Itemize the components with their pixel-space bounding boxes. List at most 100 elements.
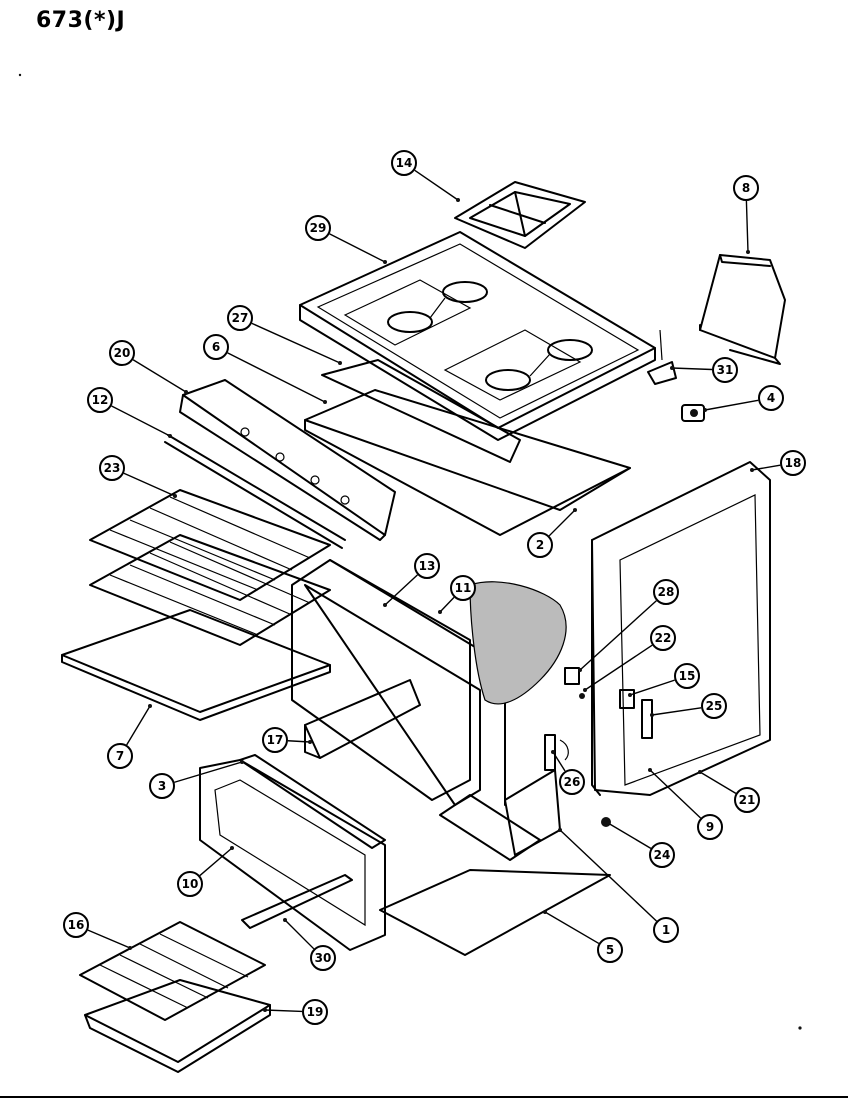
callout-leader-13 [384,574,418,606]
callout-leader-5 [544,911,600,945]
callout-arrow-7 [148,704,152,708]
callout-13: 13 [383,553,440,607]
regulator-assembly [564,667,653,739]
callout-circle-3 [149,773,175,799]
main-top [299,231,656,441]
callout-label-21: 21 [739,793,756,807]
callout-leader-6 [227,352,326,403]
callout-arrow-4 [703,408,707,412]
callout-arrow-19 [263,1008,267,1012]
valve-part [647,329,677,385]
callout-28: 28 [578,579,679,672]
callout-leader-16 [87,929,131,949]
callout-arrow-2 [573,508,577,512]
callout-circle-18 [780,450,806,476]
callout-arrow-3 [240,760,244,764]
callout-arrow-31 [670,366,674,370]
callout-circle-28 [653,579,679,605]
callout-30: 30 [283,918,336,971]
callout-label-9: 9 [706,820,714,834]
callout-leader-8 [745,200,749,253]
burner-box [304,359,631,536]
callout-3: 3 [149,760,244,799]
callout-17: 17 [262,727,312,753]
page-title: 673(*)J [36,8,126,33]
callout-circle-5 [597,937,623,963]
callout-15: 15 [628,663,700,697]
callout-18: 18 [750,450,806,476]
callout-label-15: 15 [679,669,696,683]
oven-liner [291,559,567,806]
broiler-pan [84,979,271,1073]
callout-16: 16 [63,912,132,950]
callout-leader-2 [548,509,576,537]
callout-leader-24 [607,822,652,849]
callout-circle-17 [262,727,288,753]
callout-arrow-29 [383,260,387,264]
callout-leader-10 [199,847,233,877]
callout-label-2: 2 [536,538,544,552]
callout-leader-12 [111,405,171,437]
callout-circle-26 [559,769,585,795]
end-panel [699,254,786,365]
callout-arrow-24 [606,821,610,825]
baffle [304,679,421,759]
callout-9: 9 [648,768,723,840]
callout-leader-14 [414,169,459,201]
callout-label-20: 20 [114,346,131,360]
callout-label-18: 18 [785,456,802,470]
manifold-bar [164,434,346,549]
callout-8: 8 [733,175,759,254]
callout-arrow-28 [578,668,582,672]
callout-25: 25 [650,693,727,719]
callout-leader-30 [284,919,315,950]
callout-arrow-22 [583,688,587,692]
callout-27: 27 [227,305,342,365]
callout-circle-30 [310,945,336,971]
callout-label-31: 31 [717,363,734,377]
callout-leader-1 [559,829,658,922]
callout-arrow-15 [628,693,632,697]
callout-24: 24 [606,821,675,868]
callout-arrow-27 [338,361,342,365]
callout-leader-20 [132,359,187,393]
callout-label-24: 24 [654,848,671,862]
callout-label-23: 23 [104,461,121,475]
callout-leader-26 [552,751,566,772]
callout-label-26: 26 [564,775,581,789]
callout-arrow-20 [184,390,188,394]
callout-label-19: 19 [307,1005,324,1019]
bottom-rule [0,1096,848,1098]
oven-floor [379,869,611,956]
callout-label-28: 28 [658,585,675,599]
callout-leader-22 [584,644,653,691]
callout-leader-29 [329,233,386,263]
callout-label-11: 11 [455,581,472,595]
control-panel [179,379,396,541]
burner-grate [454,181,586,249]
callout-circle-22 [650,625,676,651]
callout-arrow-10 [230,846,234,850]
callout-circle-2 [527,532,553,558]
callout-leader-11 [439,596,455,613]
callout-leader-21 [699,771,737,794]
callout-leader-9 [649,769,702,819]
callout-circle-1 [653,917,679,943]
callout-label-7: 7 [116,749,124,763]
callout-circle-15 [674,663,700,689]
callout-label-13: 13 [419,559,436,573]
callout-circle-10 [177,871,203,897]
callout-circle-9 [697,814,723,840]
callout-circle-12 [87,387,113,413]
callout-label-5: 5 [606,943,614,957]
callout-arrow-13 [383,603,387,607]
callout-leader-17 [287,740,311,743]
callout-circle-29 [305,215,331,241]
callout-arrow-8 [746,250,750,254]
callout-29: 29 [305,215,387,264]
callout-10: 10 [177,846,234,897]
callout-arrow-23 [173,494,177,498]
callout-leader-3 [174,761,243,783]
callout-label-12: 12 [92,393,109,407]
